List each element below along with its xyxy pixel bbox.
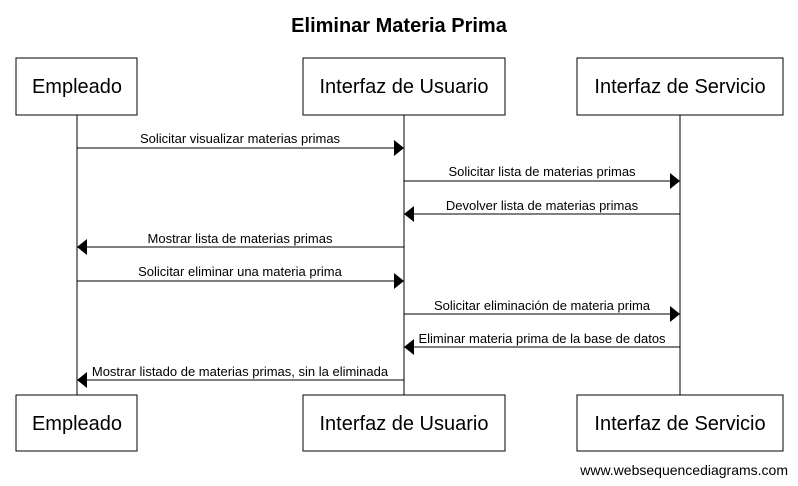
message-label: Mostrar listado de materias primas, sin … xyxy=(92,364,389,379)
arrow-head-left xyxy=(77,239,87,255)
actor-bottom-interfaz-servicio: Interfaz de Servicio xyxy=(576,394,784,452)
message-label: Solicitar eliminar una materia prima xyxy=(138,264,343,279)
arrow-head-right xyxy=(394,273,404,289)
arrow-head-left xyxy=(404,339,414,355)
arrow-head-left xyxy=(404,206,414,222)
actor-bottom-interfaz-servicio-label: Interfaz de Servicio xyxy=(594,413,765,435)
arrow-head-right xyxy=(394,140,404,156)
message-6: Solicitar eliminación de materia prima xyxy=(404,298,680,322)
actor-bottom-interfaz-usuario-label: Interfaz de Usuario xyxy=(320,413,489,435)
message-label: Devolver lista de materias primas xyxy=(446,198,639,213)
actor-top-interfaz-servicio-label: Interfaz de Servicio xyxy=(594,76,765,98)
actor-top-empleado-label: Empleado xyxy=(32,76,122,98)
actor-bottom-empleado: Empleado xyxy=(15,394,138,452)
message-3: Devolver lista de materias primas xyxy=(404,198,680,222)
message-5: Solicitar eliminar una materia prima xyxy=(77,264,404,289)
footer-watermark-link[interactable]: www.websequencediagrams.com xyxy=(579,462,788,478)
actor-top-interfaz-usuario-label: Interfaz de Usuario xyxy=(320,76,489,98)
arrow-head-right xyxy=(670,173,680,189)
message-2: Solicitar lista de materias primas xyxy=(404,164,680,189)
actor-top-interfaz-servicio: Interfaz de Servicio xyxy=(576,57,784,116)
message-1: Solicitar visualizar materias primas xyxy=(77,131,404,156)
message-label: Mostrar lista de materias primas xyxy=(148,231,333,246)
message-7: Eliminar materia prima de la base de dat… xyxy=(404,331,680,355)
diagram-title: Eliminar Materia Prima xyxy=(291,15,508,37)
arrow-head-right xyxy=(670,306,680,322)
message-label: Solicitar eliminación de materia prima xyxy=(434,298,651,313)
message-8: Mostrar listado de materias primas, sin … xyxy=(77,364,404,388)
message-label: Solicitar lista de materias primas xyxy=(448,164,636,179)
actor-top-empleado: Empleado xyxy=(15,57,138,116)
message-label: Eliminar materia prima de la base de dat… xyxy=(418,331,666,346)
actor-top-interfaz-usuario: Interfaz de Usuario xyxy=(302,57,506,116)
message-label: Solicitar visualizar materias primas xyxy=(140,131,341,146)
actor-bottom-interfaz-usuario: Interfaz de Usuario xyxy=(302,394,506,452)
actor-bottom-empleado-label: Empleado xyxy=(32,413,122,435)
arrow-head-left xyxy=(77,372,87,388)
message-4: Mostrar lista de materias primas xyxy=(77,231,404,255)
